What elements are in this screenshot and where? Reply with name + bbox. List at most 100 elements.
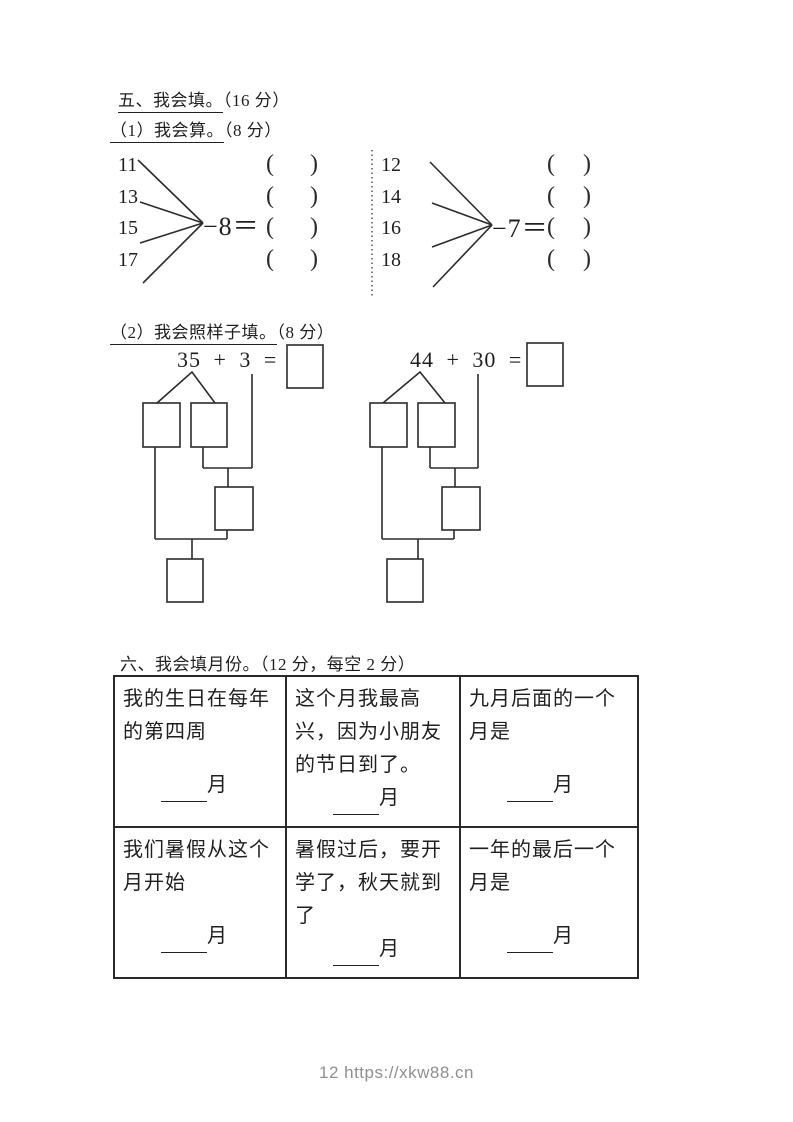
paren-close: ) xyxy=(583,183,591,209)
answer-blank xyxy=(507,783,553,802)
section5-heading: 五、我会填。（16 分） xyxy=(118,86,290,113)
blank-suffix: 月 xyxy=(207,925,228,947)
cell-text: 我们暑假从这个月开始 xyxy=(123,839,270,894)
fill-box xyxy=(190,402,228,448)
fill-box xyxy=(386,558,424,603)
decomposition-left xyxy=(142,344,324,603)
answer-blank xyxy=(333,947,379,966)
cell-text: 九月后面的一个月是 xyxy=(469,688,616,743)
cell-text: 这个月我最高兴，因为小朋友的节日到了。 xyxy=(295,688,442,776)
fill-box xyxy=(369,402,408,448)
blank-suffix: 月 xyxy=(207,774,228,796)
equation-left: 35 + 3 = xyxy=(177,347,278,372)
answer-blank xyxy=(507,934,553,953)
answer-parens: () xyxy=(547,151,591,178)
paren-close: ) xyxy=(310,151,318,177)
table-cell: 一年的最后一个月是 月 xyxy=(459,826,639,979)
section6-score: （12 分，每空 2 分） xyxy=(260,655,416,674)
part1-score: （8 分） xyxy=(224,121,282,140)
fan-right-lines xyxy=(429,161,493,288)
part1-heading: （1）我会算。（8 分） xyxy=(110,116,282,143)
fan-left-number: 15 xyxy=(118,217,138,239)
answer-parens: () xyxy=(547,246,591,273)
answer-box xyxy=(526,342,564,387)
part1-title: （1）我会算。 xyxy=(110,121,224,143)
paren-open: ( xyxy=(547,183,555,209)
cell-text: 我的生日在每年的第四周 xyxy=(123,688,270,743)
answer-blank-row: 月 xyxy=(295,782,451,815)
blank-suffix: 月 xyxy=(379,787,400,809)
table-cell: 我们暑假从这个月开始 月 xyxy=(113,826,287,979)
paren-close: ) xyxy=(310,214,318,240)
paren-open: ( xyxy=(266,214,274,240)
fill-box xyxy=(166,558,204,603)
paren-open: ( xyxy=(266,151,274,177)
answer-blank-row: 月 xyxy=(295,933,451,966)
section6-title: 六、我会填月份。 xyxy=(120,655,260,677)
fan-right-operation: −7＝ xyxy=(492,214,549,243)
section5-score: （16 分） xyxy=(223,91,290,110)
answer-blank-row: 月 xyxy=(469,920,629,953)
paren-open: ( xyxy=(547,151,555,177)
fan-left-number: 17 xyxy=(118,249,138,271)
fill-box xyxy=(142,402,181,448)
answer-blank-row: 月 xyxy=(123,769,277,802)
fill-box xyxy=(417,402,456,448)
table-cell: 暑假过后，要开学了，秋天就到了 月 xyxy=(285,826,461,979)
answer-blank xyxy=(161,934,207,953)
answer-blank xyxy=(161,783,207,802)
fill-box xyxy=(214,486,254,531)
section6-heading: 六、我会填月份。（12 分，每空 2 分） xyxy=(120,650,416,677)
part2-title: （2）我会照样子填。 xyxy=(110,323,277,345)
month-table: 我的生日在每年的第四周 月 这个月我最高兴，因为小朋友的节日到了。 月 九月后面… xyxy=(113,675,639,979)
answer-parens: () xyxy=(266,183,318,210)
paren-close: ) xyxy=(583,151,591,177)
paren-open: ( xyxy=(266,246,274,272)
blank-suffix: 月 xyxy=(553,774,574,796)
section5-title: 五、我会填。 xyxy=(118,91,223,113)
answer-parens: () xyxy=(547,183,591,210)
fan-right-number: 14 xyxy=(381,186,401,208)
fan-left-operation: −8＝ xyxy=(203,212,260,241)
fan-right-number: 12 xyxy=(381,154,401,176)
paren-open: ( xyxy=(547,246,555,272)
table-cell: 我的生日在每年的第四周 月 xyxy=(113,675,287,828)
paren-open: ( xyxy=(547,214,555,240)
part2-heading: （2）我会照样子填。（8 分） xyxy=(110,318,335,345)
paren-close: ) xyxy=(583,214,591,240)
paren-open: ( xyxy=(266,183,274,209)
table-row: 我的生日在每年的第四周 月 这个月我最高兴，因为小朋友的节日到了。 月 九月后面… xyxy=(113,675,639,828)
answer-parens: () xyxy=(266,246,318,273)
decomposition-right xyxy=(369,342,564,603)
paren-close: ) xyxy=(583,246,591,272)
answer-parens: () xyxy=(266,151,318,178)
cell-text: 一年的最后一个月是 xyxy=(469,839,616,894)
branch-lines xyxy=(382,370,446,404)
page-footer: 12 https://xkw88.cn xyxy=(318,1063,475,1082)
answer-parens: () xyxy=(266,214,318,241)
fan-right-number: 16 xyxy=(381,217,401,239)
answer-blank-row: 月 xyxy=(469,769,629,802)
paren-close: ) xyxy=(310,246,318,272)
part2-score: （8 分） xyxy=(276,323,335,342)
table-row: 我们暑假从这个月开始 月 暑假过后，要开学了，秋天就到了 月 一年的最后一个月是… xyxy=(113,826,639,979)
branch-lines xyxy=(156,370,216,404)
table-cell: 九月后面的一个月是 月 xyxy=(459,675,639,828)
fan-lines-canvas xyxy=(137,150,493,297)
answer-parens: () xyxy=(547,214,591,241)
answer-box xyxy=(286,344,324,389)
paren-close: ) xyxy=(310,183,318,209)
table-cell: 这个月我最高兴，因为小朋友的节日到了。 月 xyxy=(285,675,461,828)
fill-box xyxy=(441,486,481,531)
cell-text: 暑假过后，要开学了，秋天就到了 xyxy=(295,839,442,927)
fan-left-lines xyxy=(137,159,204,284)
answer-blank xyxy=(333,796,379,815)
decomposition-canvas xyxy=(142,342,564,603)
equation-right: 44 + 30 = xyxy=(410,347,523,372)
blank-suffix: 月 xyxy=(553,925,574,947)
fan-right-number: 18 xyxy=(381,249,401,271)
answer-blank-row: 月 xyxy=(123,920,277,953)
fan-left-number: 11 xyxy=(118,154,138,176)
blank-suffix: 月 xyxy=(379,938,400,960)
